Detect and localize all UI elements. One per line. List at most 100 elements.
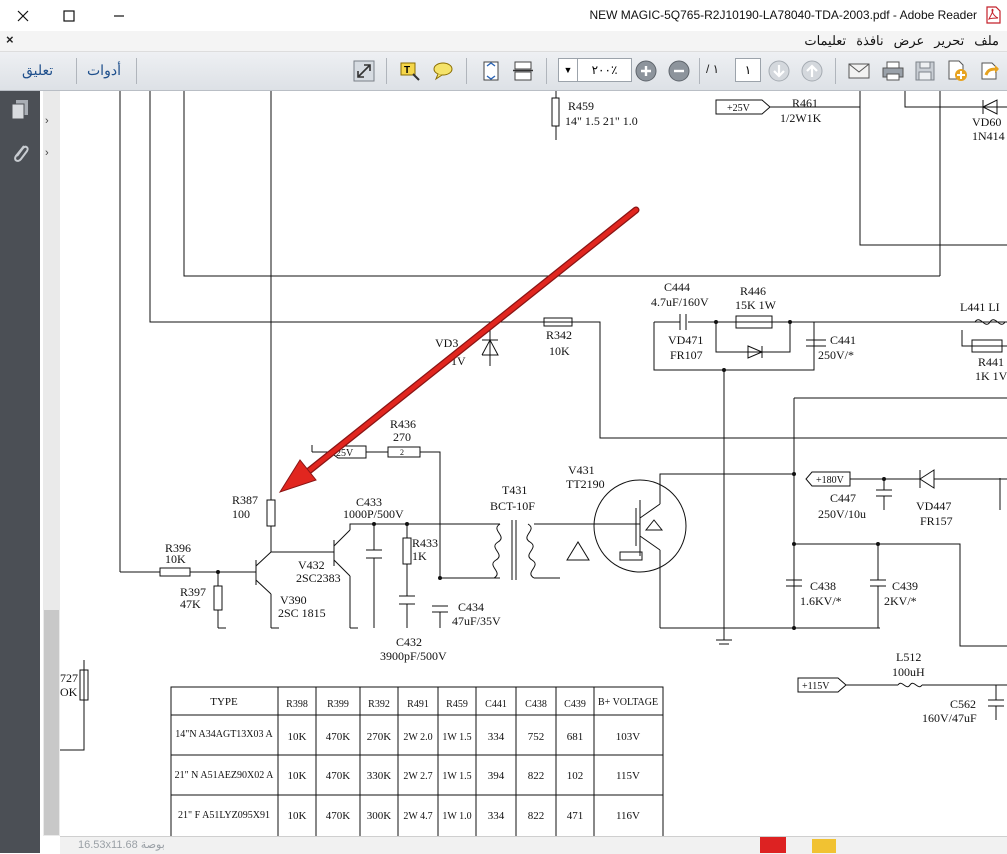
- label-r342: R342: [546, 328, 572, 342]
- table-cell: 21" F A51LYZ095X91: [178, 810, 270, 821]
- zoom-in-button[interactable]: [633, 58, 659, 84]
- table-cell: 21" N A51AEZ90X02 A: [175, 770, 275, 781]
- close-document-icon[interactable]: ×: [6, 32, 14, 47]
- zoom-value: ٢٠٠٪: [591, 63, 618, 77]
- label-r441-value: 1K 1V: [975, 369, 1007, 383]
- label-c432: C432: [396, 635, 422, 649]
- page-thumbnails-button[interactable]: [8, 97, 32, 123]
- label-sc2383: 2SC2383: [296, 571, 341, 585]
- table-header: R459: [446, 699, 468, 710]
- label-ok: OK: [60, 685, 78, 699]
- zoom-select[interactable]: ▼ ٢٠٠٪: [558, 58, 632, 82]
- label-c439: C439: [892, 579, 918, 593]
- panel-scrollbar-thumb[interactable]: [44, 610, 59, 835]
- label-v25: +25V: [727, 103, 751, 114]
- close-window-button[interactable]: [0, 0, 46, 31]
- label-v180: +180V: [816, 475, 845, 486]
- tools-pane-button[interactable]: أدوات: [87, 62, 121, 78]
- fit-page-button[interactable]: [478, 58, 504, 84]
- highlighter-icon: T: [400, 62, 420, 81]
- attachments-button[interactable]: [8, 139, 32, 165]
- table-cell: 330K: [367, 770, 392, 782]
- table-cell: 334: [488, 731, 505, 743]
- table-cell: 102: [567, 770, 584, 782]
- print-button[interactable]: [880, 58, 906, 84]
- document-edit-icon: [948, 60, 967, 81]
- label-c439-value: 2KV/*: [884, 594, 917, 608]
- label-c447: C447: [830, 491, 856, 505]
- page-layout-icon: [513, 61, 533, 81]
- red-arrow-annotation: [278, 206, 640, 493]
- share-button[interactable]: [977, 58, 1003, 84]
- label-r727: 727: [60, 671, 78, 685]
- expand-arrows-icon: [353, 60, 375, 82]
- label-tt2190: TT2190: [566, 477, 605, 491]
- component-table: [170, 686, 664, 836]
- menu-bar: × ملف تحرير عرض نافذة تعليمات: [0, 31, 1007, 52]
- expand-chevron-icon[interactable]: ›: [45, 115, 49, 127]
- table-cell: 470K: [326, 770, 351, 782]
- label-c447-value: 250V/10u: [818, 507, 866, 521]
- menu-edit[interactable]: تحرير: [934, 33, 965, 48]
- printer-icon: [882, 61, 904, 81]
- label-r436-value: 270: [393, 430, 411, 444]
- sticky-note-button[interactable]: [430, 58, 456, 84]
- zoom-in-icon: [635, 60, 657, 82]
- table-cell: 115V: [616, 770, 640, 782]
- table-cell: 14"N A34AGT13X03 A: [175, 729, 273, 740]
- label-r433: R433: [412, 536, 438, 550]
- menu-window[interactable]: نافذة: [856, 33, 884, 48]
- label-c441-value: 250V/*: [818, 348, 854, 362]
- label-fr157: FR157: [920, 514, 953, 528]
- table-header: C441: [485, 699, 507, 710]
- table-cell: 394: [488, 770, 505, 782]
- chevron-down-icon[interactable]: ▼: [559, 59, 578, 81]
- menu-file[interactable]: ملف: [974, 33, 999, 48]
- menu-view[interactable]: عرض: [893, 33, 925, 48]
- label-v25b: 25V: [336, 448, 354, 459]
- scroll-mode-button[interactable]: [510, 58, 536, 84]
- label-sc1815: 2SC 1815: [278, 606, 326, 620]
- create-pdf-button[interactable]: [944, 58, 970, 84]
- table-cell: 103V: [616, 731, 641, 743]
- table-cell: 2W 2.0: [403, 732, 432, 743]
- highlight-text-button[interactable]: T: [397, 58, 423, 84]
- table-cell: 2W 2.7: [403, 771, 432, 782]
- menu-help[interactable]: تعليمات: [804, 33, 847, 48]
- minimize-window-button[interactable]: [96, 0, 142, 31]
- share-document-icon: [981, 62, 999, 80]
- label-in414: 1N414: [972, 129, 1005, 143]
- expand-chevron-icon[interactable]: ›: [45, 147, 49, 159]
- toolbar-divider: [76, 58, 77, 84]
- label-t431: T431: [502, 483, 527, 497]
- label-r396-value: 10K: [165, 552, 186, 566]
- fullscreen-button[interactable]: [351, 58, 377, 84]
- save-button[interactable]: [912, 58, 938, 84]
- table-cell: 822: [528, 770, 545, 782]
- table-header: R491: [407, 699, 429, 710]
- table-cell: 300K: [367, 810, 392, 822]
- table-cell: 681: [567, 731, 584, 743]
- comment-pane-button[interactable]: تعليق: [22, 62, 54, 78]
- toolbar-divider: [466, 58, 467, 84]
- zoom-out-icon: [668, 60, 690, 82]
- previous-page-button[interactable]: [799, 58, 825, 84]
- label-c562: C562: [950, 697, 976, 711]
- fit-page-icon: [483, 61, 499, 81]
- toolbar-divider: [835, 58, 836, 84]
- table-cell: 470K: [326, 731, 351, 743]
- document-view[interactable]: R459 14" 1.5 21" 1.0 +25V R461 1/2W1K VD…: [60, 91, 1007, 836]
- arrow-up-icon: [801, 60, 823, 82]
- email-button[interactable]: [846, 58, 872, 84]
- page-total: / ١: [706, 62, 720, 76]
- table-header: R398: [286, 699, 308, 710]
- next-page-button[interactable]: [766, 58, 792, 84]
- zoom-out-button[interactable]: [666, 58, 692, 84]
- table-cell: 1W 1.5: [442, 771, 471, 782]
- title-bar: NEW MAGIC-5Q765-R2J10190-LA78040-TDA-200…: [0, 0, 1007, 31]
- envelope-icon: [848, 63, 870, 79]
- label-r446-value: 15K 1W: [735, 298, 777, 312]
- maximize-window-button[interactable]: [46, 0, 92, 31]
- arrow-down-icon: [768, 60, 790, 82]
- page-number-input[interactable]: ١: [735, 58, 761, 82]
